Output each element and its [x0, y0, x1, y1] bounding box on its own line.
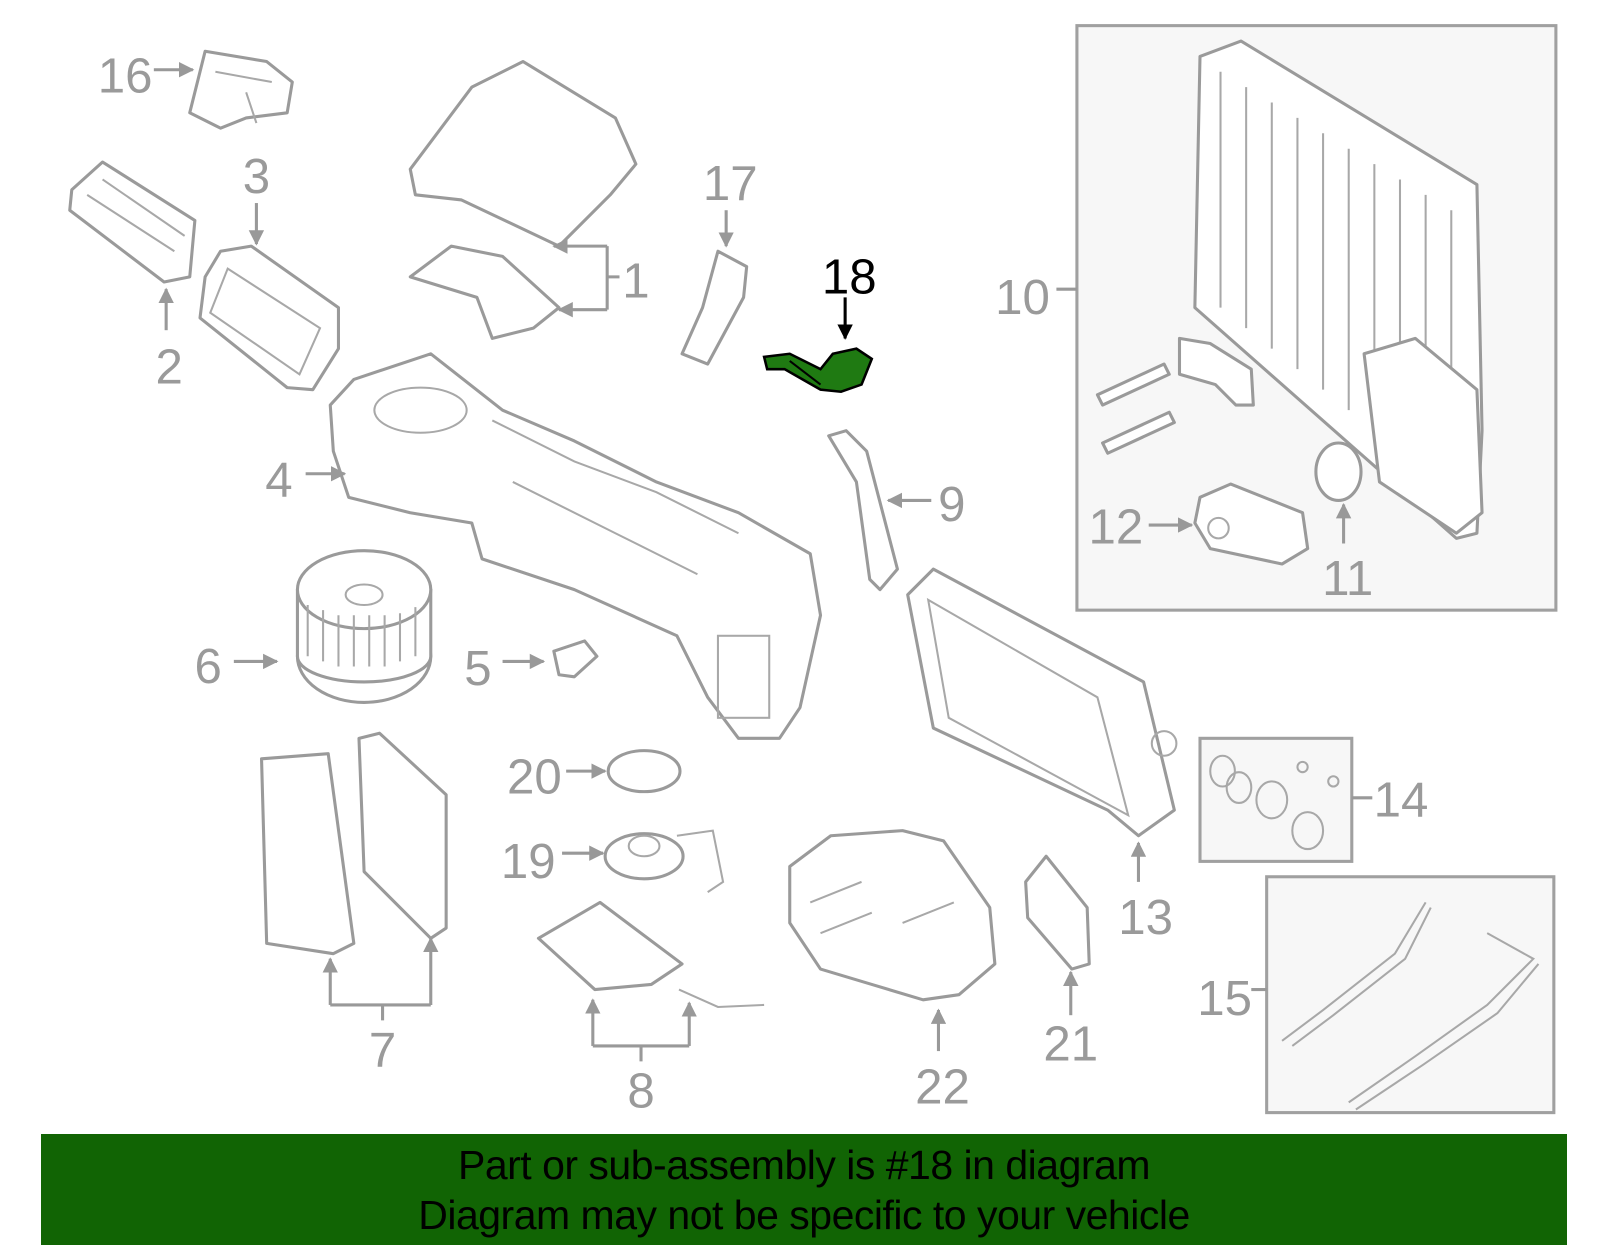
callout-1: 1 [622, 253, 649, 308]
part-14-seal-kit[interactable] [1209, 754, 1340, 851]
callout-2: 2 [156, 340, 183, 395]
part-19-grommet[interactable] [603, 829, 725, 893]
callout-3: 3 [243, 149, 270, 204]
callout-21: 21 [1043, 1016, 1098, 1071]
part-22-actuator-housing[interactable] [788, 829, 997, 1002]
callout-4: 4 [265, 452, 292, 507]
part-10-bolts[interactable] [1095, 336, 1255, 455]
banner-line-2: Diagram may not be specific to your vehi… [418, 1191, 1190, 1238]
callout-19: 19 [501, 834, 556, 889]
callout-17: 17 [703, 156, 758, 211]
part-3-frame[interactable] [198, 244, 340, 392]
group-box-15 [1265, 875, 1556, 1115]
part-6-blower-motor[interactable] [295, 549, 433, 704]
callout-8: 8 [627, 1063, 654, 1118]
part-13-heater-core[interactable] [906, 567, 1178, 838]
part-16-sensor[interactable] [188, 49, 294, 130]
group-box-14 [1198, 736, 1354, 863]
part-2-filter-cover[interactable] [68, 160, 197, 284]
part-9-seal[interactable] [827, 429, 899, 592]
part-20-ring[interactable] [606, 749, 682, 794]
part-11-o-ring[interactable] [1314, 441, 1363, 502]
callout-7: 7 [369, 1022, 396, 1077]
callout-14: 14 [1374, 772, 1429, 827]
leader-lines [153, 62, 1373, 1062]
callout-16: 16 [98, 48, 153, 103]
part-12-expansion-valve[interactable] [1193, 482, 1310, 566]
callout-5: 5 [464, 641, 491, 696]
callout-10: 10 [995, 270, 1050, 325]
part-21-module[interactable] [1024, 854, 1091, 971]
banner-line-1: Part or sub-assembly is #18 in diagram [458, 1141, 1150, 1188]
callout-9: 9 [938, 477, 965, 532]
part-15-hoses[interactable] [1281, 901, 1540, 1111]
info-banner: Part or sub-assembly is #18 in diagram D… [41, 1134, 1567, 1245]
part-10-evaporator[interactable] [1193, 39, 1484, 540]
part-4-hvac-housing[interactable] [328, 352, 823, 740]
callout-13: 13 [1118, 890, 1173, 945]
callout-6: 6 [195, 639, 222, 694]
part-7-cabin-filters[interactable] [259, 731, 448, 956]
part-18-sensor-highlighted[interactable] [762, 347, 874, 394]
part-5-clip[interactable] [552, 639, 599, 679]
callout-22: 22 [915, 1059, 970, 1114]
callout-20: 20 [507, 750, 562, 805]
callout-11: 11 [1322, 551, 1373, 606]
part-8-cover-and-wire[interactable] [536, 900, 765, 1009]
part-1-duct[interactable] [408, 59, 638, 340]
callout-15: 15 [1197, 971, 1252, 1026]
callout-18: 18 [822, 249, 877, 304]
callout-12: 12 [1089, 499, 1144, 554]
part-17-bracket[interactable] [680, 249, 749, 366]
